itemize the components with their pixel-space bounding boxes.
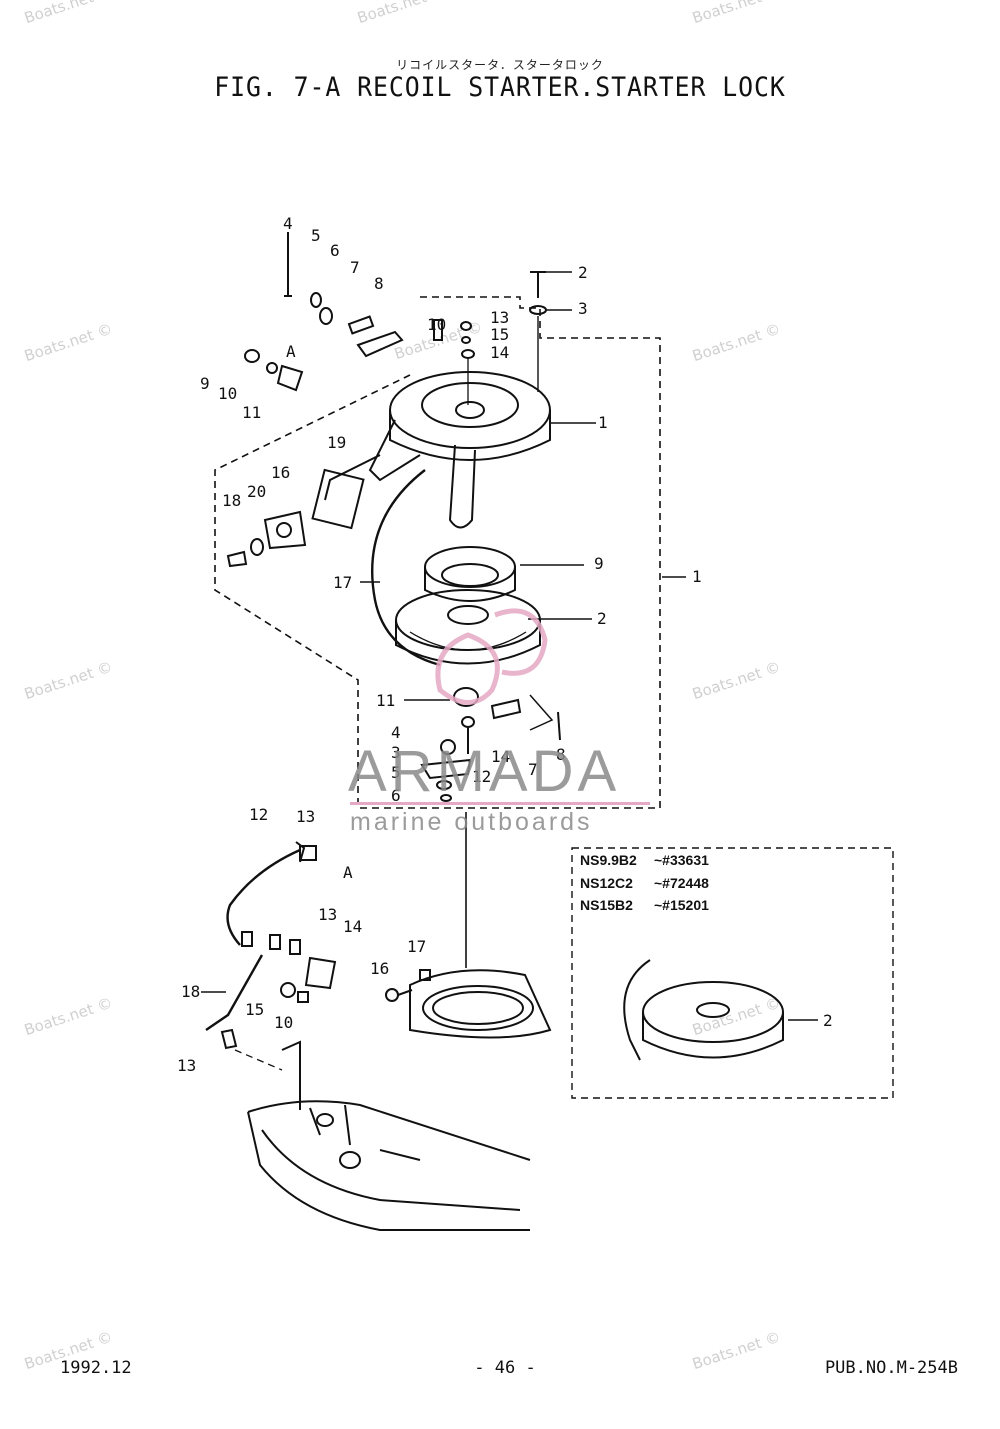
callout-label: 16 <box>370 959 389 978</box>
reel-drum <box>424 546 516 602</box>
brand-watermark-subtitle: marine outboards <box>350 808 593 836</box>
callout-label: 5 <box>391 763 401 782</box>
starter-case <box>324 371 551 529</box>
callout-label: 13 <box>177 1056 196 1075</box>
mount-gasket <box>409 969 552 1039</box>
callout-label: 10 <box>274 1013 293 1032</box>
callout-label: 8 <box>556 745 566 764</box>
brand-watermark: ARMADA <box>348 739 621 804</box>
callout-label: A <box>286 342 296 361</box>
link-rod-12 <box>226 848 301 946</box>
callout-label: 17 <box>407 937 426 956</box>
brand-logo-graphic <box>435 608 548 705</box>
page-number: - 46 - <box>474 1358 536 1378</box>
callout-label: 8 <box>374 274 384 293</box>
callout-label: 9 <box>594 554 604 573</box>
link-rod-18 <box>205 954 264 1031</box>
callout-label: 7 <box>528 760 538 779</box>
callout-label: 2 <box>578 263 588 282</box>
callout-label: 10 <box>427 315 446 334</box>
callout-label: 7 <box>350 258 360 277</box>
callout-label: 19 <box>327 433 346 452</box>
figure-title-japanese: リコイルスタータ．スタータロック <box>396 58 604 72</box>
callout-label: 10 <box>218 384 237 403</box>
callout-label: 12 <box>249 805 268 824</box>
variant-model: NS15B2 <box>580 897 633 913</box>
callout-label: 9 <box>200 374 210 393</box>
callout-label: 6 <box>391 786 401 805</box>
variant-row: NS12C2 ~#72448 <box>580 875 709 891</box>
callout-label: 6 <box>330 241 340 260</box>
callout-label: 1 <box>598 413 608 432</box>
callout-label: 17 <box>333 573 352 592</box>
callout-label: 2 <box>597 609 607 628</box>
lock-clip <box>226 550 248 568</box>
callout-label: 3 <box>391 743 401 762</box>
brand-underline <box>350 802 650 805</box>
callout-label: 15 <box>245 1000 264 1019</box>
callout-label: 14 <box>490 343 509 362</box>
callout-label: 3 <box>578 299 588 318</box>
lock-plate <box>311 468 365 530</box>
bottom-cowling <box>247 1040 531 1231</box>
starter-rope <box>371 469 441 667</box>
callout-label: 13 <box>296 807 315 826</box>
variant-inset-box <box>571 847 894 1099</box>
lock-spring <box>250 538 264 556</box>
variant-serial: ~#72448 <box>654 875 709 891</box>
callout-label: 16 <box>271 463 290 482</box>
callout-label: 12 <box>472 767 491 786</box>
variant-model: NS9.9B2 <box>580 852 637 868</box>
callout-label: 20 <box>247 482 266 501</box>
callout-label: 11 <box>242 403 261 422</box>
callout-label: 11 <box>376 691 395 710</box>
assembly-boundary <box>214 296 661 809</box>
lock-lever <box>263 510 307 550</box>
callout-label: 1 <box>692 567 702 586</box>
footer-date: 1992.12 <box>60 1358 132 1378</box>
callout-label: 15 <box>490 325 509 344</box>
callout-label: 18 <box>181 982 200 1001</box>
callout-labels: 4 5 6 7 8 9 10 11 A 10 13 15 14 2 3 1 19… <box>177 214 833 1075</box>
variant-row: NS15B2 ~#15201 <box>580 897 709 913</box>
callout-label: 14 <box>491 747 510 766</box>
bolt <box>284 232 292 297</box>
callout-label: A <box>343 863 353 882</box>
variant-model: NS12C2 <box>580 875 633 891</box>
publication-number: PUB.NO.M-254B <box>824 1358 958 1378</box>
callout-label: 14 <box>343 917 362 936</box>
callout-label: 4 <box>391 723 401 742</box>
callout-label: 2 <box>823 1011 833 1030</box>
callout-label: 13 <box>318 905 337 924</box>
figure-title: FIG. 7-A RECOIL STARTER.STARTER LOCK <box>214 72 786 103</box>
variant-serial: ~#33631 <box>654 852 709 868</box>
inset-pulley <box>623 959 818 1061</box>
callout-label: 18 <box>222 491 241 510</box>
callout-label: 13 <box>490 308 509 327</box>
variant-row: NS9.9B2 ~#33631 <box>580 852 709 868</box>
callout-label: 5 <box>311 226 321 245</box>
callout-label: 4 <box>283 214 293 233</box>
variant-serial: ~#15201 <box>654 897 709 913</box>
